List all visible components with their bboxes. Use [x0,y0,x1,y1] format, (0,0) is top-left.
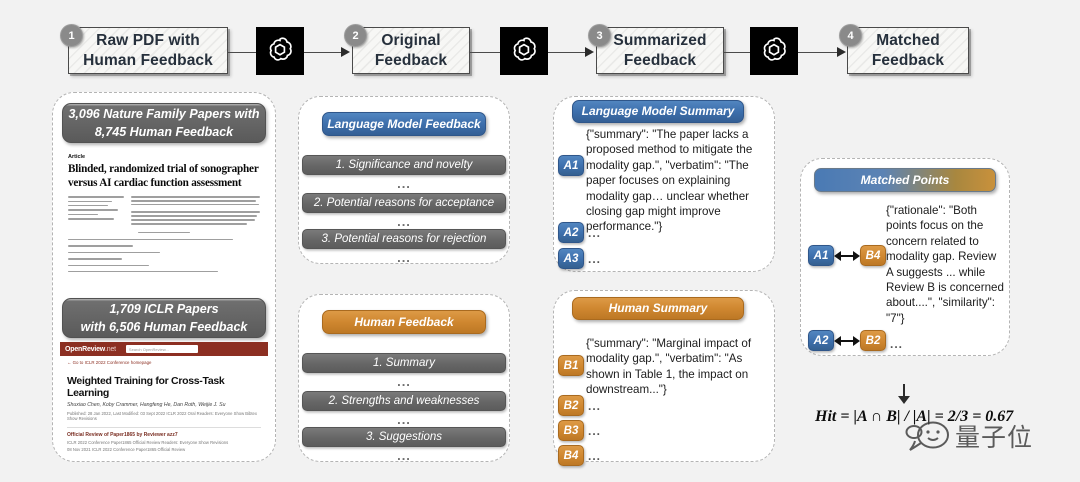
matched-points-header: Matched Points [814,168,996,192]
pipeline-step-4: Matched Feedback [847,27,969,74]
step-4-badge: 4 [839,24,862,47]
lm-feedback-item-2: 2. Potential reasons for acceptance [302,193,506,213]
step-1-line1: Raw PDF with [96,32,200,50]
watermark: 量子位 [905,418,1033,454]
lm-summary-text-a3: ... [588,252,602,266]
human-feedback-dots-3: ... [397,448,411,463]
human-summary-tag-b2: B2 [558,395,584,416]
lm-summary-tag-a3: A3 [558,248,584,269]
step-3-line2: Feedback [623,51,697,69]
lm-feedback-item-1: 1. Significance and novelty [302,155,506,175]
openreview-meta: Published: 28 Jan 2022, Last Modified: 0… [67,411,257,421]
watermark-text: 量子位 [955,423,1034,452]
human-summary-text-b4: ... [588,449,602,463]
step-4-line2: Feedback [871,51,945,69]
pipeline-step-1: Raw PDF with Human Feedback [68,27,228,74]
human-summary-header: Human Summary [572,297,744,320]
human-summary-text-b2: ... [588,399,602,413]
openreview-thumbnail: OpenReview.net Search OpenReview... ← Go… [60,342,268,456]
openreview-paper-title[interactable]: Weighted Training for Cross-Task Learnin… [67,375,225,399]
pipeline-step-3: Summarized Feedback [596,27,724,74]
openreview-breadcrumb[interactable]: ← Go to ICLR 2022 Conference homepage [67,360,152,365]
human-summary-tag-b4: B4 [558,445,584,466]
step-1-badge: 1 [60,24,83,47]
down-arrow-icon [898,384,910,406]
connector-5 [724,52,750,53]
connector-4 [548,52,588,53]
step-3-line1: Summarized [613,32,707,50]
nature-dataset-caption: 3,096 Nature Family Papers with 8,745 Hu… [62,103,266,143]
nature-paper-thumbnail: Article Blinded, randomized trial of son… [60,148,268,288]
connector-2 [304,52,344,53]
iclr-dataset-caption: 1,709 ICLR Papers with 6,506 Human Feedb… [62,298,266,338]
human-feedback-dots-1: ... [397,374,411,389]
openreview-search-input[interactable]: Search OpenReview... [125,345,198,353]
connector-1 [228,52,256,53]
step-2-badge: 2 [344,24,367,47]
step-3-badge: 3 [588,24,611,47]
openreview-logo: OpenReview.net [65,345,116,353]
step-2-line1: Original [381,32,441,50]
bidirectional-arrow-icon-2 [834,335,860,347]
lm-feedback-dots-1: ... [397,176,411,191]
openreview-authors: Shuxiao Chen, Koby Crammer, Hangfeng He,… [67,402,226,408]
matched-pair-1: A1 B4 [808,245,886,266]
search-placeholder: Search OpenReview... [128,346,169,352]
nature-article-label: Article [68,154,86,160]
matched-pair-1-text: {"rationale": "Both points focus on the … [886,204,1004,325]
lm-summary-text-a1: {"summary": "The paper lacks a proposed … [586,128,753,234]
connector-6 [798,52,840,53]
human-summary-text-b1: {"summary": "Marginal impact of modality… [586,337,752,397]
matched-pair-2: A2 B2 [808,330,886,351]
iclr-caption-line1: 1,709 ICLR Papers [109,301,219,316]
lm-summary-tag-a2: A2 [558,222,584,243]
lm-feedback-item-3: 3. Potential reasons for rejection [302,229,506,249]
human-feedback-item-1: 1. Summary [302,353,506,373]
lm-summary-panel [553,96,775,272]
arrowhead-3 [837,47,846,57]
nature-title-line1: Blinded, randomized trial of sonographer [68,163,259,175]
human-feedback-dots-2: ... [397,412,411,427]
openai-logo-icon-3 [750,27,798,75]
lm-feedback-header: Language Model Feedback [322,112,486,136]
arrowhead-1 [341,47,350,57]
lm-summary-text-a2: ... [588,226,602,240]
human-feedback-header: Human Feedback [322,310,486,334]
human-summary-tag-b1: B1 [558,355,584,376]
nature-caption-line2: 8,745 Human Feedback [94,125,234,139]
openai-logo-icon-2 [500,27,548,75]
arrowhead-2 [585,47,594,57]
openreview-review-meta: ICLR 2022 Conference Paper1865 Official … [67,440,229,445]
connector-3 [470,52,500,53]
nature-caption-line1: 3,096 Nature Family Papers with [68,106,260,121]
iclr-caption-line2: with 6,506 Human Feedback [80,320,248,334]
step-4-line1: Matched [876,32,940,50]
openai-logo-icon [256,27,304,75]
lm-feedback-dots-2: ... [397,214,411,229]
lm-summary-header: Language Model Summary [572,100,744,123]
human-feedback-item-3: 3. Suggestions [302,427,506,447]
matched-pair-2-right: B2 [860,330,886,351]
matched-pair-1-left: A1 [808,245,834,266]
human-feedback-item-2: 2. Strengths and weaknesses [302,391,506,411]
openreview-review-meta-2: 08 Nov 2021 ICLR 2022 Conference Paper18… [67,447,186,452]
openreview-header: OpenReview.net Search OpenReview... [60,342,268,356]
pipeline-step-2: Original Feedback [352,27,470,74]
qbitai-face-icon [905,421,949,451]
lm-feedback-dots-3: ... [397,250,411,265]
step-1-line2: Human Feedback [83,51,213,69]
human-summary-tag-b3: B3 [558,420,584,441]
bidirectional-arrow-icon [834,250,860,262]
openreview-review-heading: Official Review of Paper1865 by Reviewer… [67,432,178,438]
matched-pair-2-text: ... [890,337,904,351]
nature-title-line2: versus AI cardiac function assessment [68,176,242,189]
human-summary-text-b3: ... [588,424,602,438]
step-2-line2: Feedback [374,51,448,69]
matched-pair-1-right: B4 [860,245,886,266]
lm-summary-tag-a1: A1 [558,155,584,176]
matched-pair-2-left: A2 [808,330,834,351]
hit-formula: Hit = |A ∩ B| / |A| = 2/3 = 0.67 [815,408,1014,425]
